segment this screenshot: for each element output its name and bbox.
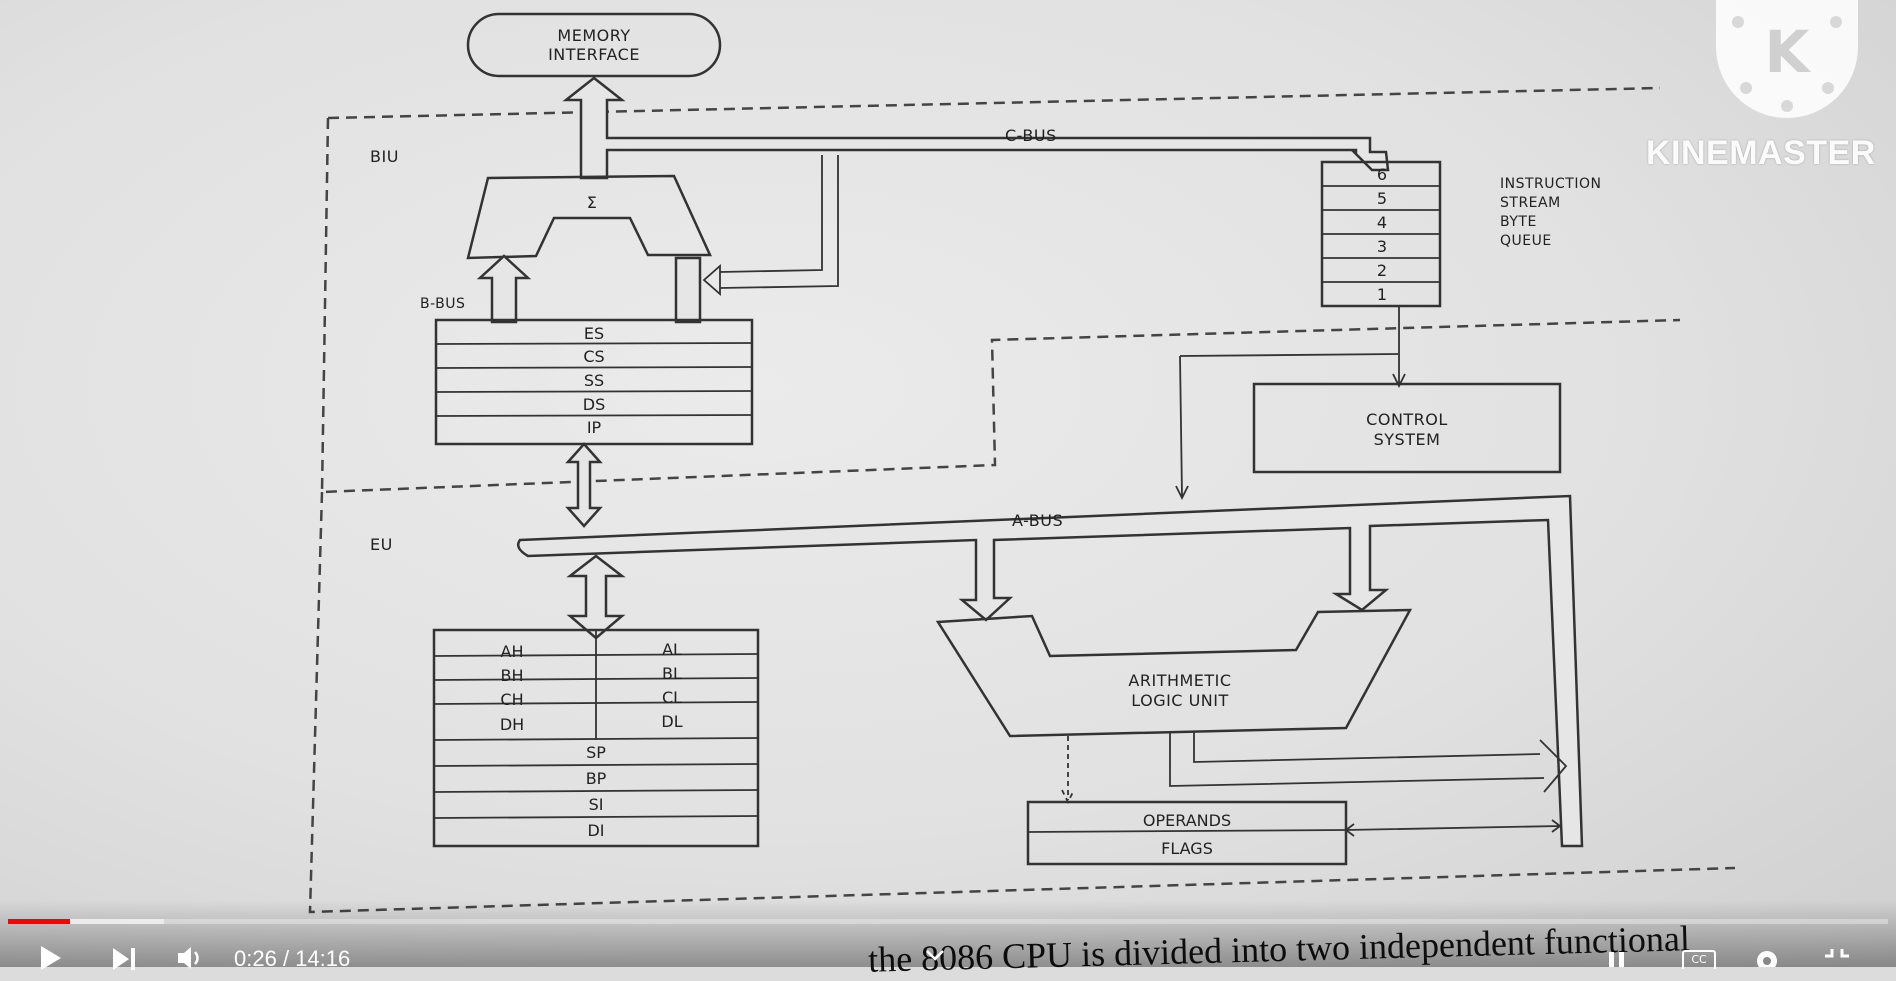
queue-label-line3: BYTE — [1500, 214, 1537, 230]
memory-bus-arrow — [562, 76, 1390, 180]
register-cs: CS — [583, 347, 604, 366]
progress-buffered — [8, 919, 165, 924]
queue-to-control — [1392, 306, 1406, 389]
play-icon[interactable] — [36, 944, 64, 972]
control-system-line2: SYSTEM — [1374, 430, 1441, 449]
register-sp: SP — [586, 743, 606, 762]
register-bh: BH — [500, 666, 523, 685]
player-controls — [0, 900, 1896, 967]
general-abus-arrow — [566, 554, 626, 640]
queue-byte-5: 5 — [1377, 189, 1387, 208]
alu-shape — [935, 608, 1413, 738]
captions-button[interactable]: CC — [1682, 950, 1716, 969]
time-separator: / — [276, 946, 296, 971]
register-ip: IP — [587, 418, 602, 437]
register-si: SI — [589, 795, 604, 814]
queue-byte-3: 3 — [1377, 237, 1387, 256]
operands-label: OPERANDS — [1143, 811, 1231, 830]
queue-byte-4: 4 — [1377, 213, 1387, 232]
register-ch: CH — [500, 690, 523, 709]
fullscreen-exit-icon[interactable] — [1822, 946, 1852, 967]
queue-byte-1: 1 — [1377, 285, 1387, 304]
captions-icon: CC — [1691, 953, 1707, 966]
general-registers: AH BH CH DH AL BL CL DL SP BP SI DI — [432, 628, 760, 848]
memory-interface-line2: INTERFACE — [548, 45, 640, 64]
alu-line2: LOGIC UNIT — [1131, 691, 1228, 710]
c-bus-return — [702, 155, 839, 296]
b-bus-arrow-left — [476, 254, 532, 324]
c-bus-label: C-BUS — [1005, 126, 1057, 145]
b-bus-arrow-right — [674, 256, 702, 324]
a-bus-label: A-BUS — [1012, 511, 1063, 530]
progress-played — [8, 919, 71, 924]
alu-line1: ARITHMETIC — [1128, 671, 1231, 690]
kinemaster-watermark: K KINEMASTER — [1646, 0, 1875, 190]
address-adder — [466, 174, 712, 260]
register-al: AL — [662, 640, 682, 659]
time-total: 14:16 — [295, 946, 351, 971]
control-to-abus — [1175, 353, 1399, 501]
kinemaster-logo-letter: K — [1765, 18, 1812, 86]
chevron-down-icon[interactable] — [924, 948, 946, 962]
eu-boundary — [308, 491, 1736, 914]
queue-label-line1: INSTRUCTION — [1500, 176, 1601, 192]
flags-link — [1344, 819, 1562, 837]
register-ss: SS — [584, 371, 604, 390]
kinemaster-logo: K — [1716, 0, 1858, 118]
volume-icon[interactable] — [176, 944, 206, 972]
queue-byte-2: 2 — [1377, 261, 1387, 280]
operands-flags: OPERANDS FLAGS — [1026, 800, 1348, 866]
queue-byte-6: 6 — [1377, 165, 1387, 184]
instruction-queue: 6 5 4 3 2 1 — [1320, 160, 1442, 308]
register-bp: BP — [586, 769, 607, 788]
register-cl: CL — [662, 688, 682, 707]
pause-indicator-icon — [1609, 952, 1624, 967]
eu-label: EU — [370, 535, 393, 554]
time-current: 0:26 — [234, 946, 277, 971]
biu-boundary — [320, 86, 1681, 494]
control-system-line1: CONTROL — [1366, 410, 1448, 429]
segment-registers: ES CS SS DS IP — [434, 318, 754, 446]
control-system-box — [1252, 382, 1562, 474]
register-es: ES — [584, 324, 604, 343]
register-di: DI — [587, 821, 604, 840]
register-ah: AH — [501, 642, 524, 661]
b-bus-label: B-BUS — [420, 296, 465, 312]
next-icon[interactable] — [110, 946, 138, 972]
register-dl: DL — [661, 712, 682, 731]
queue-label-line4: QUEUE — [1500, 233, 1552, 249]
memory-interface-box — [466, 12, 722, 78]
queue-label-line2: STREAM — [1500, 195, 1561, 211]
time-display: 0:26 / 14:16 — [234, 946, 350, 972]
alu-output — [1169, 732, 1568, 793]
sigma-label: Σ — [587, 193, 598, 212]
register-dh: DH — [500, 715, 524, 734]
segment-abus-arrow — [565, 442, 603, 528]
progress-bar[interactable] — [8, 919, 1888, 924]
register-bl: BL — [662, 664, 682, 683]
register-ds: DS — [583, 395, 605, 414]
a-bus — [517, 494, 1584, 848]
alu-to-flags — [1061, 736, 1075, 805]
flags-label: FLAGS — [1161, 839, 1213, 858]
settings-icon[interactable] — [1752, 946, 1782, 967]
kinemaster-text: KINEMASTER — [1646, 134, 1876, 172]
memory-interface-line1: MEMORY — [557, 26, 630, 45]
biu-label: BIU — [370, 147, 399, 166]
